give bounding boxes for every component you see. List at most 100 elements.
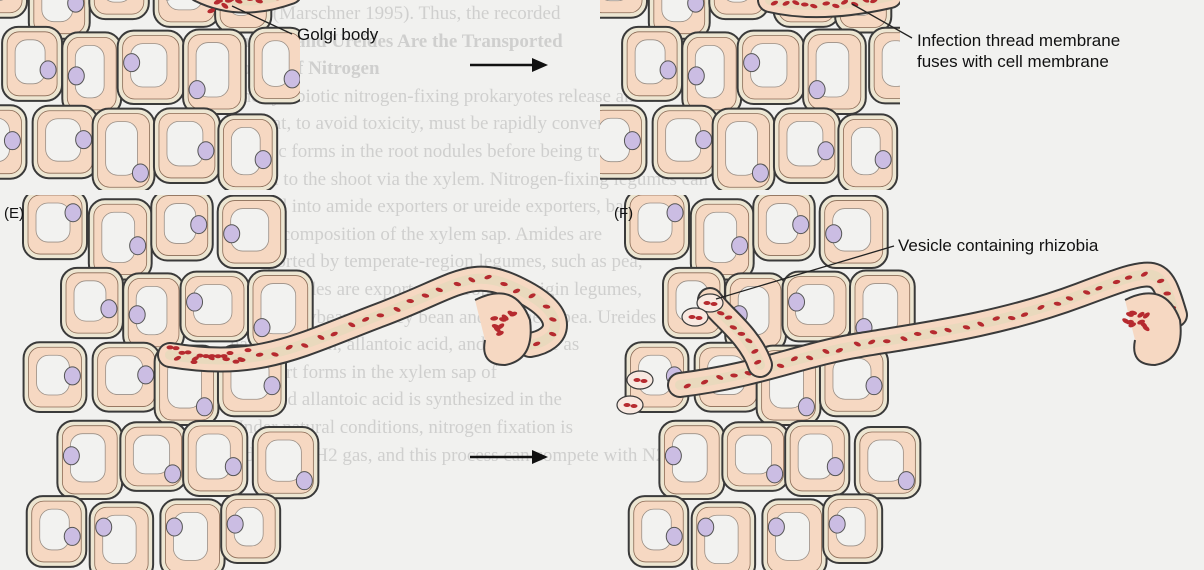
rhizobium <box>220 354 228 359</box>
cell-nucleus <box>825 224 843 244</box>
background-text-line: mass (Marschner 1995). Thus, the recorde… <box>230 3 561 24</box>
rhizobium <box>730 373 738 378</box>
cell-cytoplasm <box>93 0 145 15</box>
cell-vacuole <box>734 434 773 475</box>
vesicle-label: Vesicle containing rhizobia <box>898 236 1099 255</box>
cell-vacuole <box>260 283 297 335</box>
panel-label-e: (E) <box>4 205 24 222</box>
rhizobium <box>207 8 216 14</box>
cell-nucleus <box>223 224 241 244</box>
rhizobium <box>703 301 711 305</box>
cell-nucleus <box>254 150 272 170</box>
cell-nucleus <box>62 446 80 466</box>
background-text-line: divided into amide exporters or ureide e… <box>230 196 649 218</box>
rhizobium <box>301 343 309 348</box>
progression-arrow-top <box>470 58 548 72</box>
cell-nucleus <box>665 526 683 546</box>
rhizobium <box>862 0 870 3</box>
rhizobium <box>196 353 204 358</box>
cell-nucleus <box>63 366 81 386</box>
rhizobium <box>190 360 198 365</box>
rhizobium <box>208 354 216 359</box>
cell-vacuole <box>881 40 900 87</box>
cell-nucleus <box>697 517 715 537</box>
cell-layer <box>600 0 900 190</box>
rhizobium <box>1053 301 1062 306</box>
rhizobium <box>1083 290 1091 295</box>
rhizobium <box>710 302 718 306</box>
cell-nucleus <box>263 376 281 396</box>
rhizobium <box>716 375 724 380</box>
background-text-line: The symbiotic nitrogen-fixing prokaryote… <box>230 85 670 107</box>
rhizobium <box>630 404 638 408</box>
rhizobium <box>533 341 541 347</box>
cell-vacuole <box>166 0 203 11</box>
background-text-line: on the composition of the xylem sap. Ami… <box>230 223 603 245</box>
cell-nucleus <box>64 203 82 223</box>
cell-nucleus <box>792 215 810 235</box>
cell-nucleus <box>197 141 215 161</box>
rhizobium <box>490 316 499 321</box>
cell-layer <box>0 0 300 190</box>
rhizobium <box>835 348 843 353</box>
rhizobium <box>633 378 641 382</box>
rhizobium <box>226 351 234 356</box>
cell-cytoplasm <box>0 0 23 14</box>
cell-nucleus <box>666 203 684 223</box>
rhizobium <box>868 339 876 345</box>
cell-vacuole <box>726 0 748 3</box>
rhizobium <box>1122 318 1130 324</box>
cell-vacuole <box>105 121 138 176</box>
cell-nucleus <box>131 163 149 183</box>
cell-nucleus <box>664 446 682 466</box>
rhizobium <box>1126 312 1134 317</box>
rhizobium <box>317 334 325 340</box>
cell-nucleus <box>128 305 146 325</box>
rhizobium <box>640 379 648 383</box>
rhizobium <box>977 321 985 327</box>
cell-nucleus <box>164 464 182 484</box>
rhizobium <box>754 359 762 365</box>
cell-vacuole <box>195 42 230 98</box>
rhizobium <box>232 359 240 364</box>
rhizobium <box>507 310 515 317</box>
cell-nucleus <box>659 60 677 80</box>
cell-nucleus <box>67 66 85 86</box>
rhizobium <box>500 281 508 287</box>
background-text-line: nia that, to avoid toxicity, must be rap… <box>230 113 647 135</box>
cell-nucleus <box>797 397 815 417</box>
cell-vacuole <box>815 42 850 98</box>
rhizobium <box>1124 275 1133 280</box>
rhizobium <box>238 357 246 362</box>
rhizobium <box>1095 286 1103 291</box>
rhizobium <box>882 339 891 344</box>
rhizobium <box>376 313 385 318</box>
rhizobium <box>1037 304 1045 310</box>
rhizobium <box>235 0 243 4</box>
rhizobium <box>913 331 922 336</box>
cell-nucleus <box>743 53 761 73</box>
cell-nucleus <box>865 376 883 396</box>
rhizobium <box>330 331 338 337</box>
rhizobium <box>453 281 462 287</box>
rhizobium <box>851 1 859 7</box>
rhizobium <box>870 0 878 4</box>
rhizobium <box>745 338 753 344</box>
golgi-leader-line <box>231 5 293 35</box>
root-hair-tip <box>474 292 532 367</box>
rhizobium <box>832 3 840 9</box>
panel-label-f: (F) <box>614 205 634 222</box>
rhizobium <box>790 356 798 362</box>
cell-vacuole <box>604 0 624 2</box>
infection-thread-label-line1: Infection thread membrane <box>917 31 1121 50</box>
rhizobium <box>688 315 696 319</box>
cell-nucleus <box>39 60 57 80</box>
cell-vacuole <box>41 0 74 23</box>
rhizobium <box>362 317 370 322</box>
rhizobium <box>1065 296 1074 301</box>
background-text-layer: mass (Marschner 1995). Thus, the recorde… <box>230 0 1170 570</box>
cell-vacuole <box>637 202 673 243</box>
panel-f-diagram <box>616 195 1188 570</box>
rhizobium <box>214 354 222 359</box>
